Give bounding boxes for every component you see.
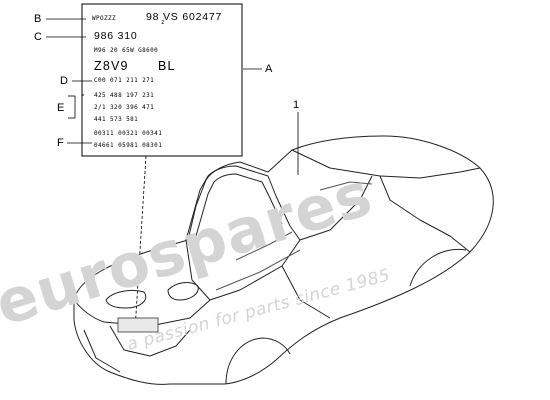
plate-f-row-1: 00311 00321 00341 — [94, 130, 163, 137]
plate-type-code: 986 310 — [94, 30, 138, 42]
rear-quarter-line — [379, 175, 471, 253]
callout-a: A — [265, 63, 273, 75]
front-module — [117, 317, 159, 333]
id-plate-location — [117, 317, 159, 333]
left-headlamp-opening — [105, 289, 147, 309]
front-wheel-arch — [225, 337, 291, 385]
callout-c: C — [34, 31, 42, 43]
floor-line — [215, 249, 301, 291]
plate-vin-prefix: WPOZZZ — [92, 15, 117, 22]
callout-f: F — [57, 137, 64, 149]
seat-bulkhead-line — [235, 231, 293, 261]
plate-paint-code: Z8V9 — [94, 59, 129, 73]
door-line — [281, 265, 331, 319]
plate-interior-code: BL — [158, 59, 176, 73]
id-plate — [81, 3, 243, 157]
plate-engine-line: M96 20 65W G8600 — [94, 47, 159, 54]
right-headlamp-opening — [167, 282, 199, 301]
callout-b: B — [34, 13, 42, 25]
rear-deck-edge — [291, 149, 481, 179]
plate-vin-sub: z — [161, 19, 166, 26]
windscreen-frame — [185, 165, 291, 241]
id-plate-border — [81, 3, 243, 157]
callout-d: D — [60, 75, 68, 87]
callout-part-1: 1 — [293, 99, 300, 111]
engine-cover-line — [319, 181, 373, 191]
callout-e: E — [57, 102, 65, 114]
plate-e-row-1: 425 488 197 231 — [94, 92, 155, 99]
plate-e-row-2: 2/1 320 396 471 — [94, 104, 155, 111]
front-lower-line — [83, 329, 121, 373]
callout-leaders — [46, 18, 299, 331]
plate-location-leader — [134, 155, 147, 331]
rear-wheel-arch — [409, 248, 467, 287]
windscreen-inner — [195, 173, 283, 237]
front-panel-frame — [109, 325, 191, 357]
plate-f-row-2: 04661 05981 08301 — [94, 142, 163, 149]
plate-e-row-3: 441 573 581 — [94, 116, 139, 123]
rear-bulkhead — [299, 175, 373, 241]
plate-d-row: C00 071 211 271 — [94, 77, 155, 84]
plate-vin-main: 98 VS 602477 — [146, 11, 223, 23]
